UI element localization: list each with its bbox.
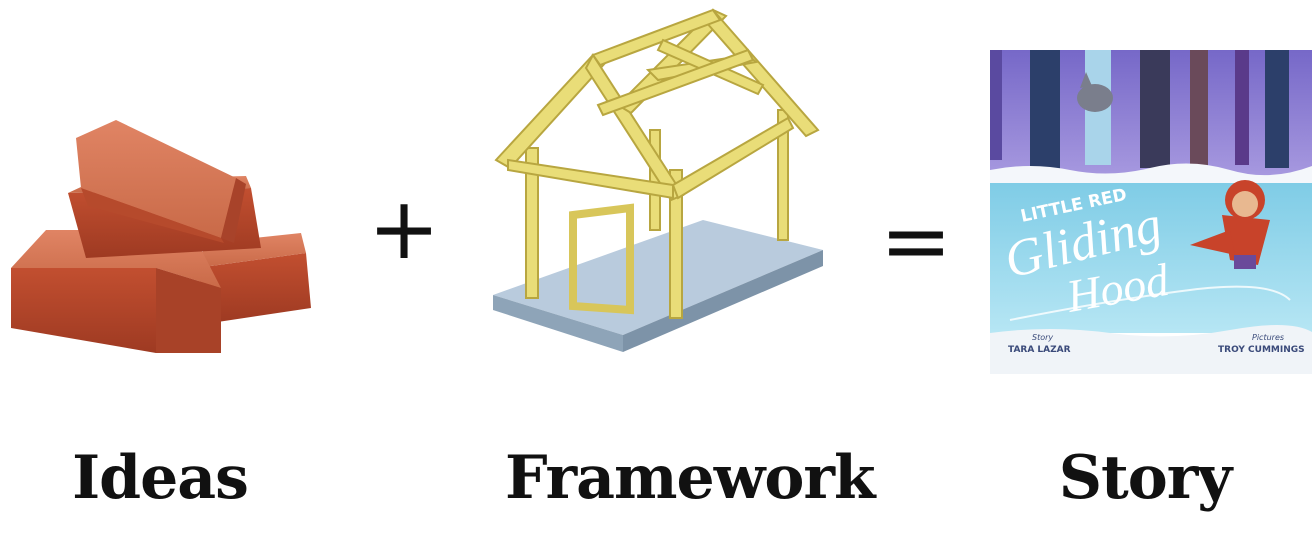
plus-operator: + [368, 179, 441, 279]
caption-ideas: Ideas [72, 443, 249, 513]
book-cover-image: LITTLE RED Gliding Hood Story TARA LAZAR… [990, 50, 1312, 374]
house-frame-icon [493, 8, 823, 352]
equals-operator: = [880, 191, 953, 291]
bricks-icon [11, 120, 311, 353]
book-story-label: Story [1032, 333, 1053, 342]
book-pictures-label: Pictures [1252, 333, 1284, 342]
book-author: TARA LAZAR [1008, 345, 1071, 355]
book-illustrator: TROY CUMMINGS [1218, 345, 1305, 355]
caption-framework: Framework [505, 443, 876, 513]
caption-story: Story [1058, 443, 1233, 513]
